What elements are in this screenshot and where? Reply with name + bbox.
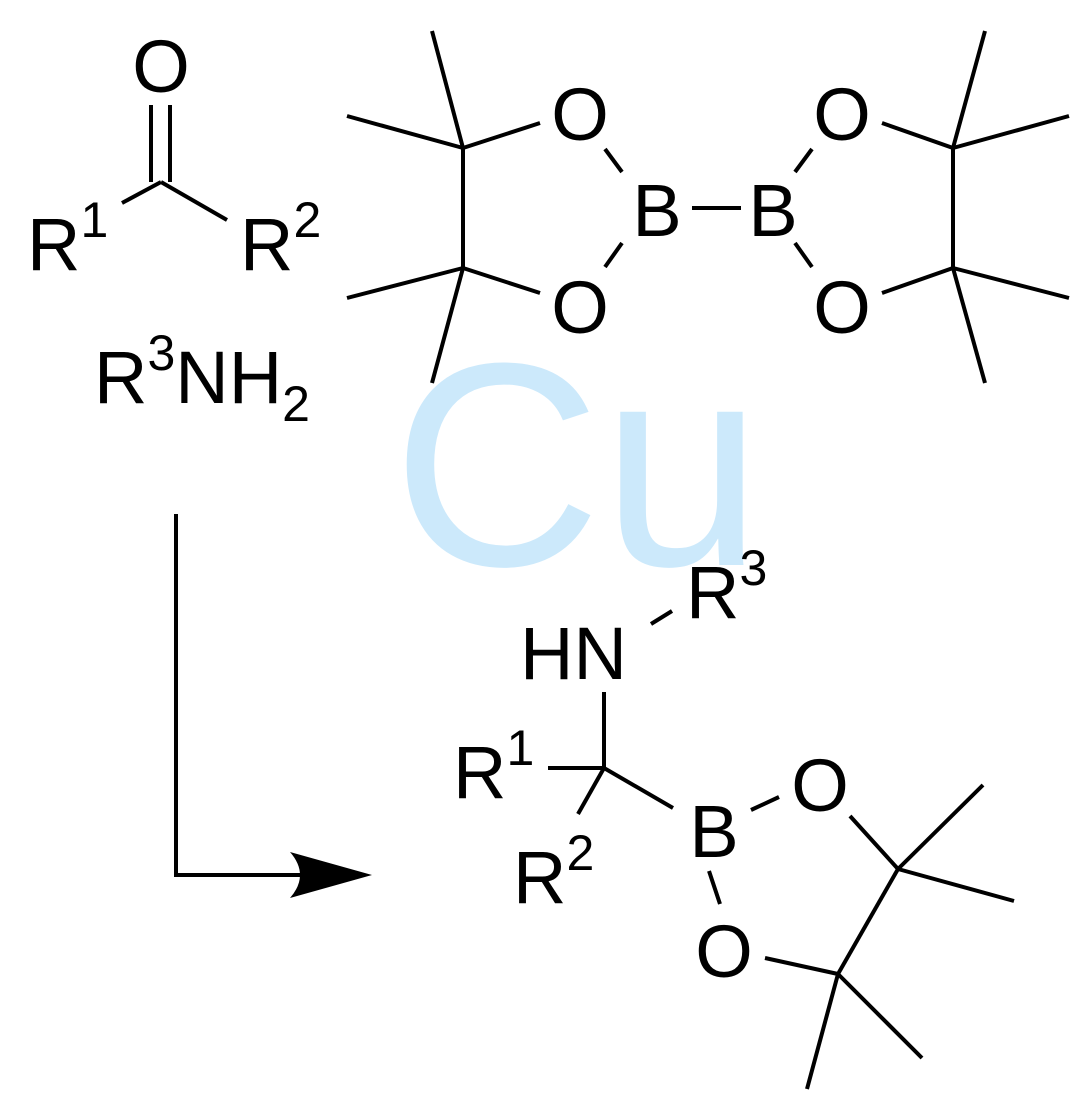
ketone-r2-group: R2 [240, 192, 321, 286]
reaction-arrow [174, 514, 372, 898]
amine-reagent: R3NH2 [94, 325, 310, 432]
product: HN R3 R1 R2 B O O [453, 540, 1015, 1090]
left-ring-c-methyl [430, 267, 465, 384]
right-ring-c-methyl [952, 266, 1070, 300]
n-r3-bond [649, 609, 674, 626]
pinacol-methyl [836, 972, 924, 1060]
right-ring-o-b-bond [793, 241, 814, 269]
right-ring-c-o-bond [881, 121, 954, 150]
product-r2-group: R2 [513, 825, 594, 919]
left-ring-c-o-bond [462, 266, 541, 295]
product-r3-group: R3 [686, 540, 767, 634]
diboron-oxygen-bottom-right: O [813, 266, 871, 349]
o-c-bottom-bond [764, 956, 839, 976]
left-ring-c-methyl [346, 114, 464, 150]
right-ring-c-o-bond [881, 266, 954, 295]
left-ring-o-b-bond [603, 241, 624, 269]
diboron-reagent: O O B B O O [346, 30, 1070, 384]
diboron-oxygen-top-left: O [551, 73, 609, 156]
arrowhead [290, 852, 372, 898]
pinacol-c-c-bond [836, 868, 900, 975]
c-b-bond [602, 766, 675, 810]
ketone-r1-group: R1 [27, 192, 108, 286]
ketone-r2-bond [160, 180, 228, 222]
b-o-top-bond [750, 795, 780, 812]
c-r2-bond [576, 767, 606, 815]
ketone: O R1 R2 [27, 25, 321, 286]
left-ring-o-b-bond [603, 147, 624, 174]
o-c-top-bond [848, 814, 900, 871]
right-ring-c-methyl [951, 30, 987, 149]
product-boron: B [689, 790, 738, 873]
pinacol-methyl [897, 867, 1015, 903]
ketone-oxygen: O [132, 25, 190, 108]
product-oxygen-bottom: O [695, 910, 753, 993]
product-r1-group: R1 [453, 720, 534, 814]
catalyst-label: Cu [392, 303, 763, 627]
diboron-oxygen-top-right: O [813, 73, 871, 156]
ketone-r1-bond [121, 180, 162, 205]
diboron-oxygen-bottom-left: O [551, 266, 609, 349]
right-ring-c-methyl [952, 114, 1070, 150]
pinacol-methyl [896, 783, 985, 871]
pinacol-methyl [805, 973, 840, 1090]
product-oxygen-top: O [791, 744, 849, 827]
left-ring-c-methyl [430, 30, 465, 149]
b-o-bottom-bond [707, 870, 722, 905]
diboron-boron-right: B [748, 169, 797, 252]
diboron-boron-left: B [632, 169, 681, 252]
product-hn: HN [520, 612, 627, 695]
right-ring-c-methyl [951, 267, 987, 384]
right-ring-o-b-bond [793, 147, 814, 174]
left-ring-c-methyl [346, 266, 464, 300]
left-ring-c-o-bond [462, 121, 541, 150]
